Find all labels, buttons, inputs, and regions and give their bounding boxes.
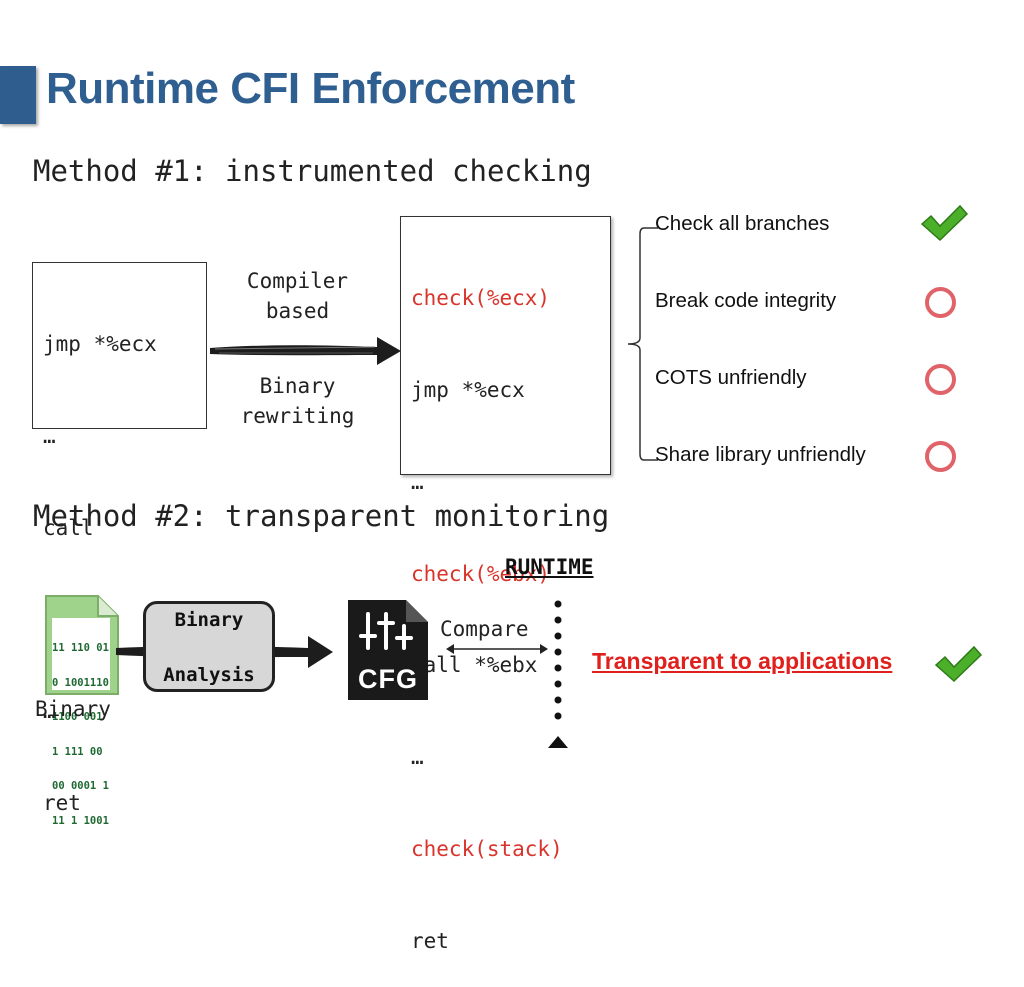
binary-bits: 11 110 01 0 1001110 1100 001 1 111 00 00… (52, 620, 109, 839)
slide-title: Runtime CFI Enforcement (46, 64, 575, 113)
label-line: rewriting (240, 404, 355, 428)
label-line: based (265, 299, 330, 323)
code-line: … (43, 699, 56, 724)
code-line: ret (411, 928, 449, 953)
code-line: jmp *%ecx (43, 332, 157, 357)
circle-icon (925, 287, 956, 318)
cfg-file-icon (348, 600, 428, 700)
label-line: Binary (259, 374, 336, 398)
transparent-result: Transparent to applications (592, 648, 893, 674)
instrumented-code-box (400, 216, 611, 475)
check-icon (920, 204, 969, 242)
bits-line: 1100 001 (52, 711, 103, 723)
bits-line: 00 0001 1 (52, 780, 109, 792)
property-cots-unfriendly: COTS unfriendly (655, 366, 807, 389)
code-line: call (43, 515, 94, 540)
transform-arrow (210, 337, 401, 365)
bits-line: 11 1 1001 (52, 814, 109, 827)
circle-icon (925, 364, 956, 395)
method1-heading: Method #1: instrumented checking (33, 154, 592, 188)
bits-line: 0 1001110 (52, 676, 109, 689)
binary-label: Binary (35, 697, 111, 721)
label-line: Compiler (246, 269, 349, 293)
compare-arrow (446, 644, 548, 654)
code-line: … (411, 745, 424, 770)
analysis-line2: Analysis (163, 664, 255, 686)
code-line: … (43, 423, 56, 448)
check-icon (934, 645, 983, 683)
binary-analysis-box (143, 601, 275, 692)
code-line: … (411, 469, 424, 494)
property-check-all-branches: Check all branches (655, 212, 830, 235)
original-code-box (32, 262, 207, 429)
bits-line: 1 111 00 (52, 745, 103, 758)
properties-brace (627, 227, 658, 461)
code-line: check(stack) (411, 836, 563, 861)
runtime-timeline (548, 600, 568, 748)
binary-file-icon (45, 595, 119, 695)
property-share-library-unfriendly: Share library unfriendly (655, 443, 866, 466)
title-accent-bar (0, 66, 36, 124)
bits-line: 11 110 01 (52, 642, 109, 654)
circle-icon (925, 441, 956, 472)
analysis-line1: Binary (174, 609, 244, 631)
instrumented-code: check(%ecx) jmp *%ecx … check(%ebx) call… (411, 222, 563, 987)
code-line: check(%ecx) (411, 286, 551, 311)
compiler-based-label: Compiler based (225, 266, 370, 326)
method2-heading: Method #2: transparent monitoring (33, 499, 610, 533)
property-break-code-integrity: Break code integrity (655, 289, 837, 312)
binary-rewriting-label: Binary rewriting (225, 371, 370, 431)
code-line: jmp *%ecx (411, 377, 525, 402)
cfg-label: CFG (358, 664, 418, 694)
compare-label: Compare (440, 617, 529, 641)
runtime-label: RUNTIME (505, 555, 594, 579)
code-line: check(%ebx) (411, 561, 551, 586)
